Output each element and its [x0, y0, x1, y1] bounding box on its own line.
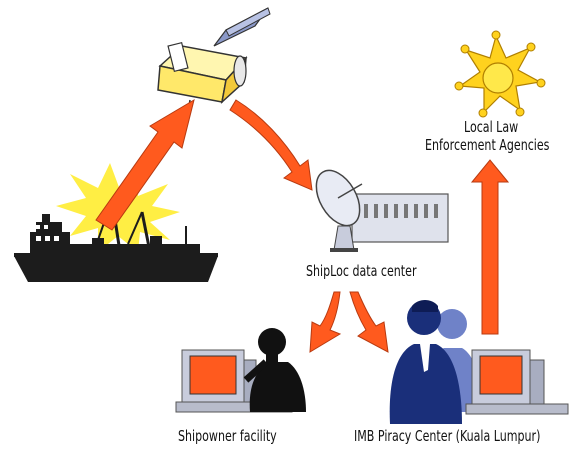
sheriff-star-icon [454, 30, 546, 118]
imb-computer-icon [465, 349, 569, 415]
shipowner-person-icon [243, 328, 306, 412]
law-enforcement-label-line2: Enforcement Agencies [425, 136, 550, 154]
imb-piracy-center-label: IMB Piracy Center (Kuala Lumpur) [354, 427, 541, 445]
shipowner-label-wrap: Shipowner facility [178, 427, 298, 445]
imb-person-front-icon [389, 300, 462, 424]
shipowner-facility-label: Shipowner facility [178, 427, 277, 445]
arrow-datacenter-to-imb [349, 291, 389, 353]
satellite-icon [157, 7, 271, 113]
shiploc-data-center-label: ShipLoc data center [306, 262, 417, 280]
law-enforcement-label-line1: Local Law [464, 118, 519, 136]
arrow-datacenter-to-shipowner [309, 291, 342, 353]
satellite-dish-icon [315, 169, 449, 252]
arrow-satellite-to-datacenter [229, 99, 313, 191]
law-enforcement-label-line2-wrap: Enforcement Agencies [425, 136, 577, 154]
shipowner-computer-icon [175, 349, 293, 413]
shiploc-label-wrap: ShipLoc data center [306, 262, 441, 280]
arrow-ship-to-satellite [95, 98, 195, 231]
arrow-imb-to-law-enforcement [470, 159, 510, 335]
imb-label-wrap: IMB Piracy Center (Kuala Lumpur) [354, 427, 577, 445]
